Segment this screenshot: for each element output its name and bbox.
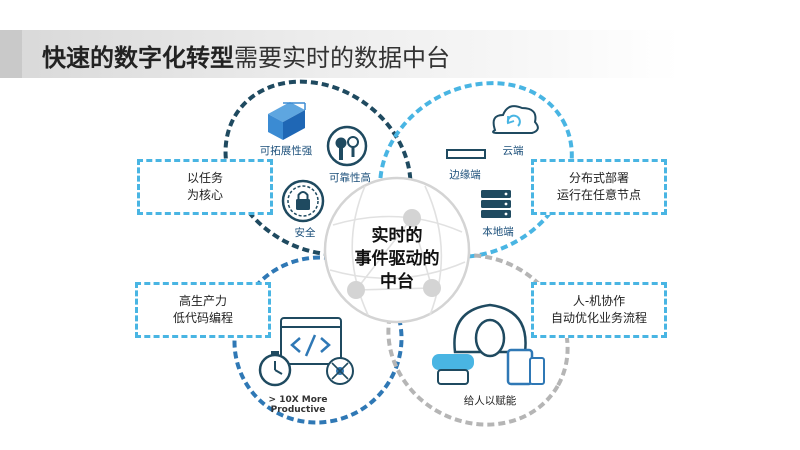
box-distributed-line1: 分布式部署 [568,171,629,185]
server-rack-icon [481,190,511,218]
title-normal: 需要实时的数据中台 [234,44,450,72]
box-human-machine: 人-机协作 自动优化业务流程 [531,282,667,338]
center-globe: 实时的 事件驱动的 中台 [323,176,471,324]
label-security: 安全 [295,226,316,239]
label-edge: 边缘端 [449,168,481,181]
cloud-sync-icon [492,105,539,134]
security-lock-icon [281,179,325,223]
label-scalability: 可拓展性强 [260,144,313,157]
box-low-code-line2: 低代码编程 [172,311,233,325]
stopwatch-icon [258,351,292,387]
box-low-code-line1: 高生产力 [178,294,227,308]
tablet-phone-icon [506,348,545,386]
box-low-code: 高生产力 低代码编程 [135,282,271,338]
label-cloud: 云端 [503,144,524,157]
box-distributed: 分布式部署 运行在任意节点 [531,159,667,215]
box-task-line1: 以任务 [186,171,223,185]
label-reliability: 可靠性高 [329,171,371,184]
center-label-line2: 事件驱动的 [355,248,440,269]
loop-bottom-right [386,253,570,427]
person-icon [453,303,527,358]
edge-server-icon [446,149,486,159]
title-bold: 快速的数字化转型 [42,44,234,72]
vr-headset-icon [432,354,474,385]
label-on-premise: 本地端 [482,225,514,238]
network-arrows-icon [326,357,354,385]
center-label-line1: 实时的 [372,225,423,246]
title-bar: 快速的数字化转型需要实时的数据中台 [0,30,800,78]
label-empower: 给人以赋能 [464,394,517,407]
box-distributed-line2: 运行在任意节点 [556,188,641,202]
label-productive: > 10X More Productive [268,395,328,415]
box-task-line2: 为核心 [186,188,223,202]
code-window-icon [280,317,342,365]
box-task-centric: 以任务 为核心 [137,159,273,215]
box-human-machine-line2: 自动优化业务流程 [550,311,647,325]
globe-node [423,279,441,297]
page-title: 快速的数字化转型需要实时的数据中台 [42,38,450,73]
title-accent [0,30,22,78]
center-label-line3: 中台 [380,271,414,292]
scalability-cube-icon [268,102,306,140]
box-human-machine-line1: 人-机协作 [572,294,626,308]
globe-node [347,281,365,299]
reliability-keys-icon [326,125,368,167]
globe-node [403,209,421,227]
